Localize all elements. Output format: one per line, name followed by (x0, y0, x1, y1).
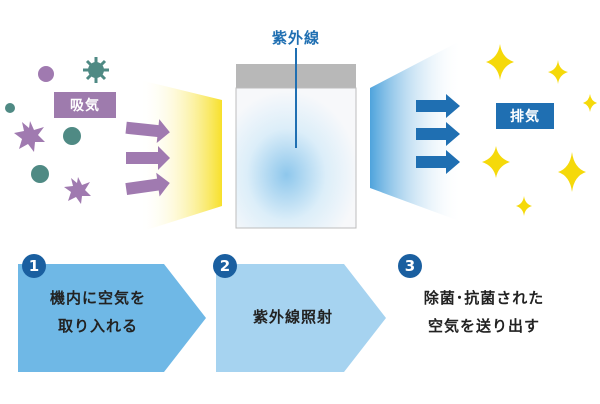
uv-label: 紫外線 (271, 29, 320, 47)
arrow-icon (126, 146, 170, 170)
sparkle-icon (482, 44, 597, 216)
step-3-number: 3 (398, 254, 422, 278)
arrow-icon (416, 94, 460, 118)
step-2-text: 紫外線照射 (218, 303, 368, 331)
step-flow (18, 264, 386, 372)
step-2-number: 2 (213, 254, 237, 278)
intake-arrows (125, 119, 170, 197)
step-1-shape (18, 264, 206, 372)
step-3-line-1: 除菌･抗菌された (423, 289, 545, 307)
germ-icon (5, 57, 109, 204)
arrow-icon (416, 122, 460, 146)
step-3-line-2: 空気を送り出す (427, 317, 540, 335)
step-1-number: 1 (22, 254, 46, 278)
step-2-shape (216, 264, 386, 372)
exhaust-label: 排気 (496, 103, 554, 129)
step-2-line-1: 紫外線照射 (252, 308, 333, 326)
arrow-icon (125, 172, 170, 197)
step-1-line-2: 取り入れる (57, 317, 138, 335)
arrow-icon (125, 119, 170, 143)
step-3-text: 除菌･抗菌された 空気を送り出す (398, 284, 570, 340)
step-1-text: 機内に空気を 取り入れる (18, 284, 178, 340)
exhaust-arrows (416, 94, 460, 174)
intake-label: 吸気 (54, 92, 116, 118)
arrow-icon (416, 150, 460, 174)
uv-device-icon (235, 48, 357, 229)
step-1-line-1: 機内に空気を (49, 289, 146, 307)
